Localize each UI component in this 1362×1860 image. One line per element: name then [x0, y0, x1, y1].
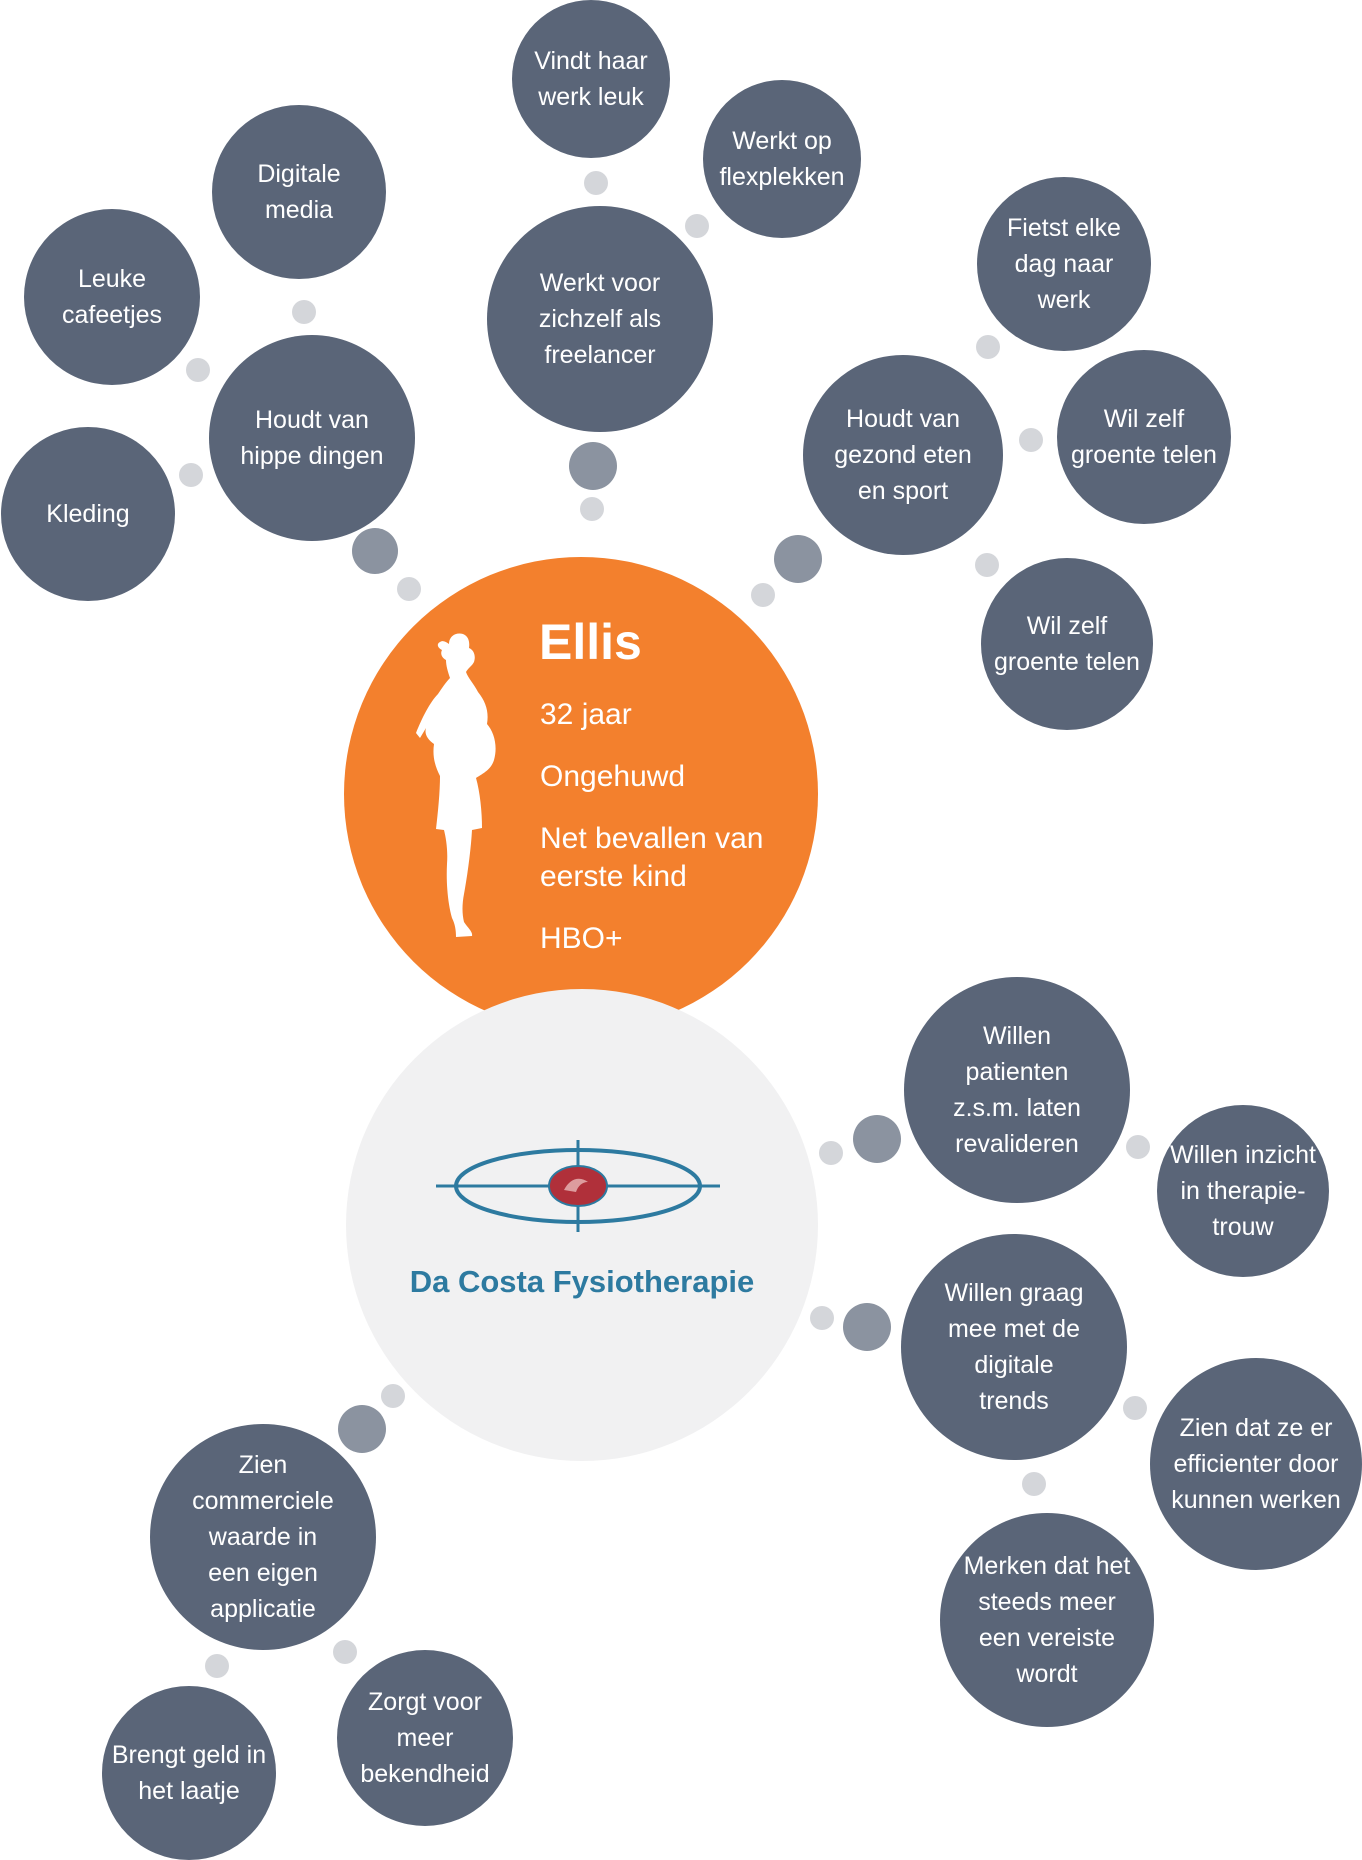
- connector-dot: [381, 1384, 405, 1408]
- persona-status: Ongehuwd: [540, 760, 686, 793]
- connector-dot: [186, 358, 210, 382]
- connector-dot: [338, 1405, 386, 1453]
- bubble-leuke-cafeetjes: Leuke cafeetjes: [24, 209, 200, 385]
- persona-name: Ellis: [539, 614, 642, 670]
- woman-silhouette-icon: [416, 633, 496, 937]
- connector-dot: [1022, 1472, 1046, 1496]
- company-logo-icon: [436, 1140, 720, 1232]
- company-name: Da Costa Fysiotherapie: [409, 1264, 755, 1299]
- bubble-merken-vereiste: Merken dat het steeds meer een vereiste …: [940, 1513, 1154, 1727]
- persona-education: HBO+: [540, 922, 623, 955]
- connector-dot: [810, 1306, 834, 1330]
- connector-dot: [819, 1141, 843, 1165]
- connector-dot: [685, 214, 709, 238]
- bubble-vindt-haar-werk-leuk: Vindt haar werk leuk: [512, 0, 670, 158]
- connector-dot: [333, 1640, 357, 1664]
- bubble-digitale-media: Digitale media: [212, 105, 386, 279]
- connector-dot: [292, 300, 316, 324]
- connector-dot: [1123, 1396, 1147, 1420]
- bubble-houdt-van-gezond-eten: Houdt van gezond eten en sport: [803, 355, 1003, 555]
- bubble-zien-efficienter-werken: Zien dat ze er efficienter door kunnen w…: [1150, 1358, 1362, 1570]
- bubble-zorgt-voor-bekendheid: Zorgt voor meer bekendheid: [337, 1650, 513, 1826]
- connector-dot: [751, 583, 775, 607]
- bubble-fietst-elke-dag: Fietst elke dag naar werk: [977, 177, 1151, 351]
- connector-dot: [569, 442, 617, 490]
- connector-dot: [975, 553, 999, 577]
- bubble-werkt-op-flexplekken: Werkt op flexplekken: [703, 80, 861, 238]
- connector-dot: [397, 577, 421, 601]
- bubble-willen-graag-digitale-trends: Willen graag mee met de digitale trends: [901, 1234, 1127, 1460]
- connector-dot: [179, 463, 203, 487]
- connector-dot: [580, 497, 604, 521]
- connector-dot: [205, 1654, 229, 1678]
- bubble-houdt-van-hippe-dingen: Houdt van hippe dingen: [209, 335, 415, 541]
- company-circle: [346, 989, 818, 1461]
- bubble-wil-zelf-groente-telen-1: Wil zelf groente telen: [1057, 350, 1231, 524]
- persona-circle: [344, 557, 818, 1031]
- connector-dot: [853, 1115, 901, 1163]
- bubble-wil-zelf-groente-telen-2: Wil zelf groente telen: [981, 558, 1153, 730]
- bubble-kleding: Kleding: [1, 427, 175, 601]
- persona-life-event: Net bevallen van eerste kind: [540, 822, 764, 893]
- bubble-brengt-geld-in-het-laatje: Brengt geld in het laatje: [102, 1686, 276, 1860]
- bubble-commerciele-waarde: Zien commerciele waarde in een eigen app…: [150, 1424, 376, 1650]
- bubble-willen-patienten-revalideren: Willen patienten z.s.m. laten revalidere…: [904, 977, 1130, 1203]
- connector-dot: [1019, 428, 1043, 452]
- connector-dot: [1126, 1135, 1150, 1159]
- connector-dot: [352, 528, 398, 574]
- bubble-willen-inzicht-therapietrouw: Willen inzicht in therapie- trouw: [1157, 1105, 1329, 1277]
- bubble-werkt-voor-zichzelf: Werkt voor zichzelf als freelancer: [487, 206, 713, 432]
- connector-dot: [843, 1303, 891, 1351]
- connector-dot: [976, 335, 1000, 359]
- persona-age: 32 jaar: [540, 698, 632, 731]
- connector-dot: [774, 535, 822, 583]
- connector-dot: [584, 171, 608, 195]
